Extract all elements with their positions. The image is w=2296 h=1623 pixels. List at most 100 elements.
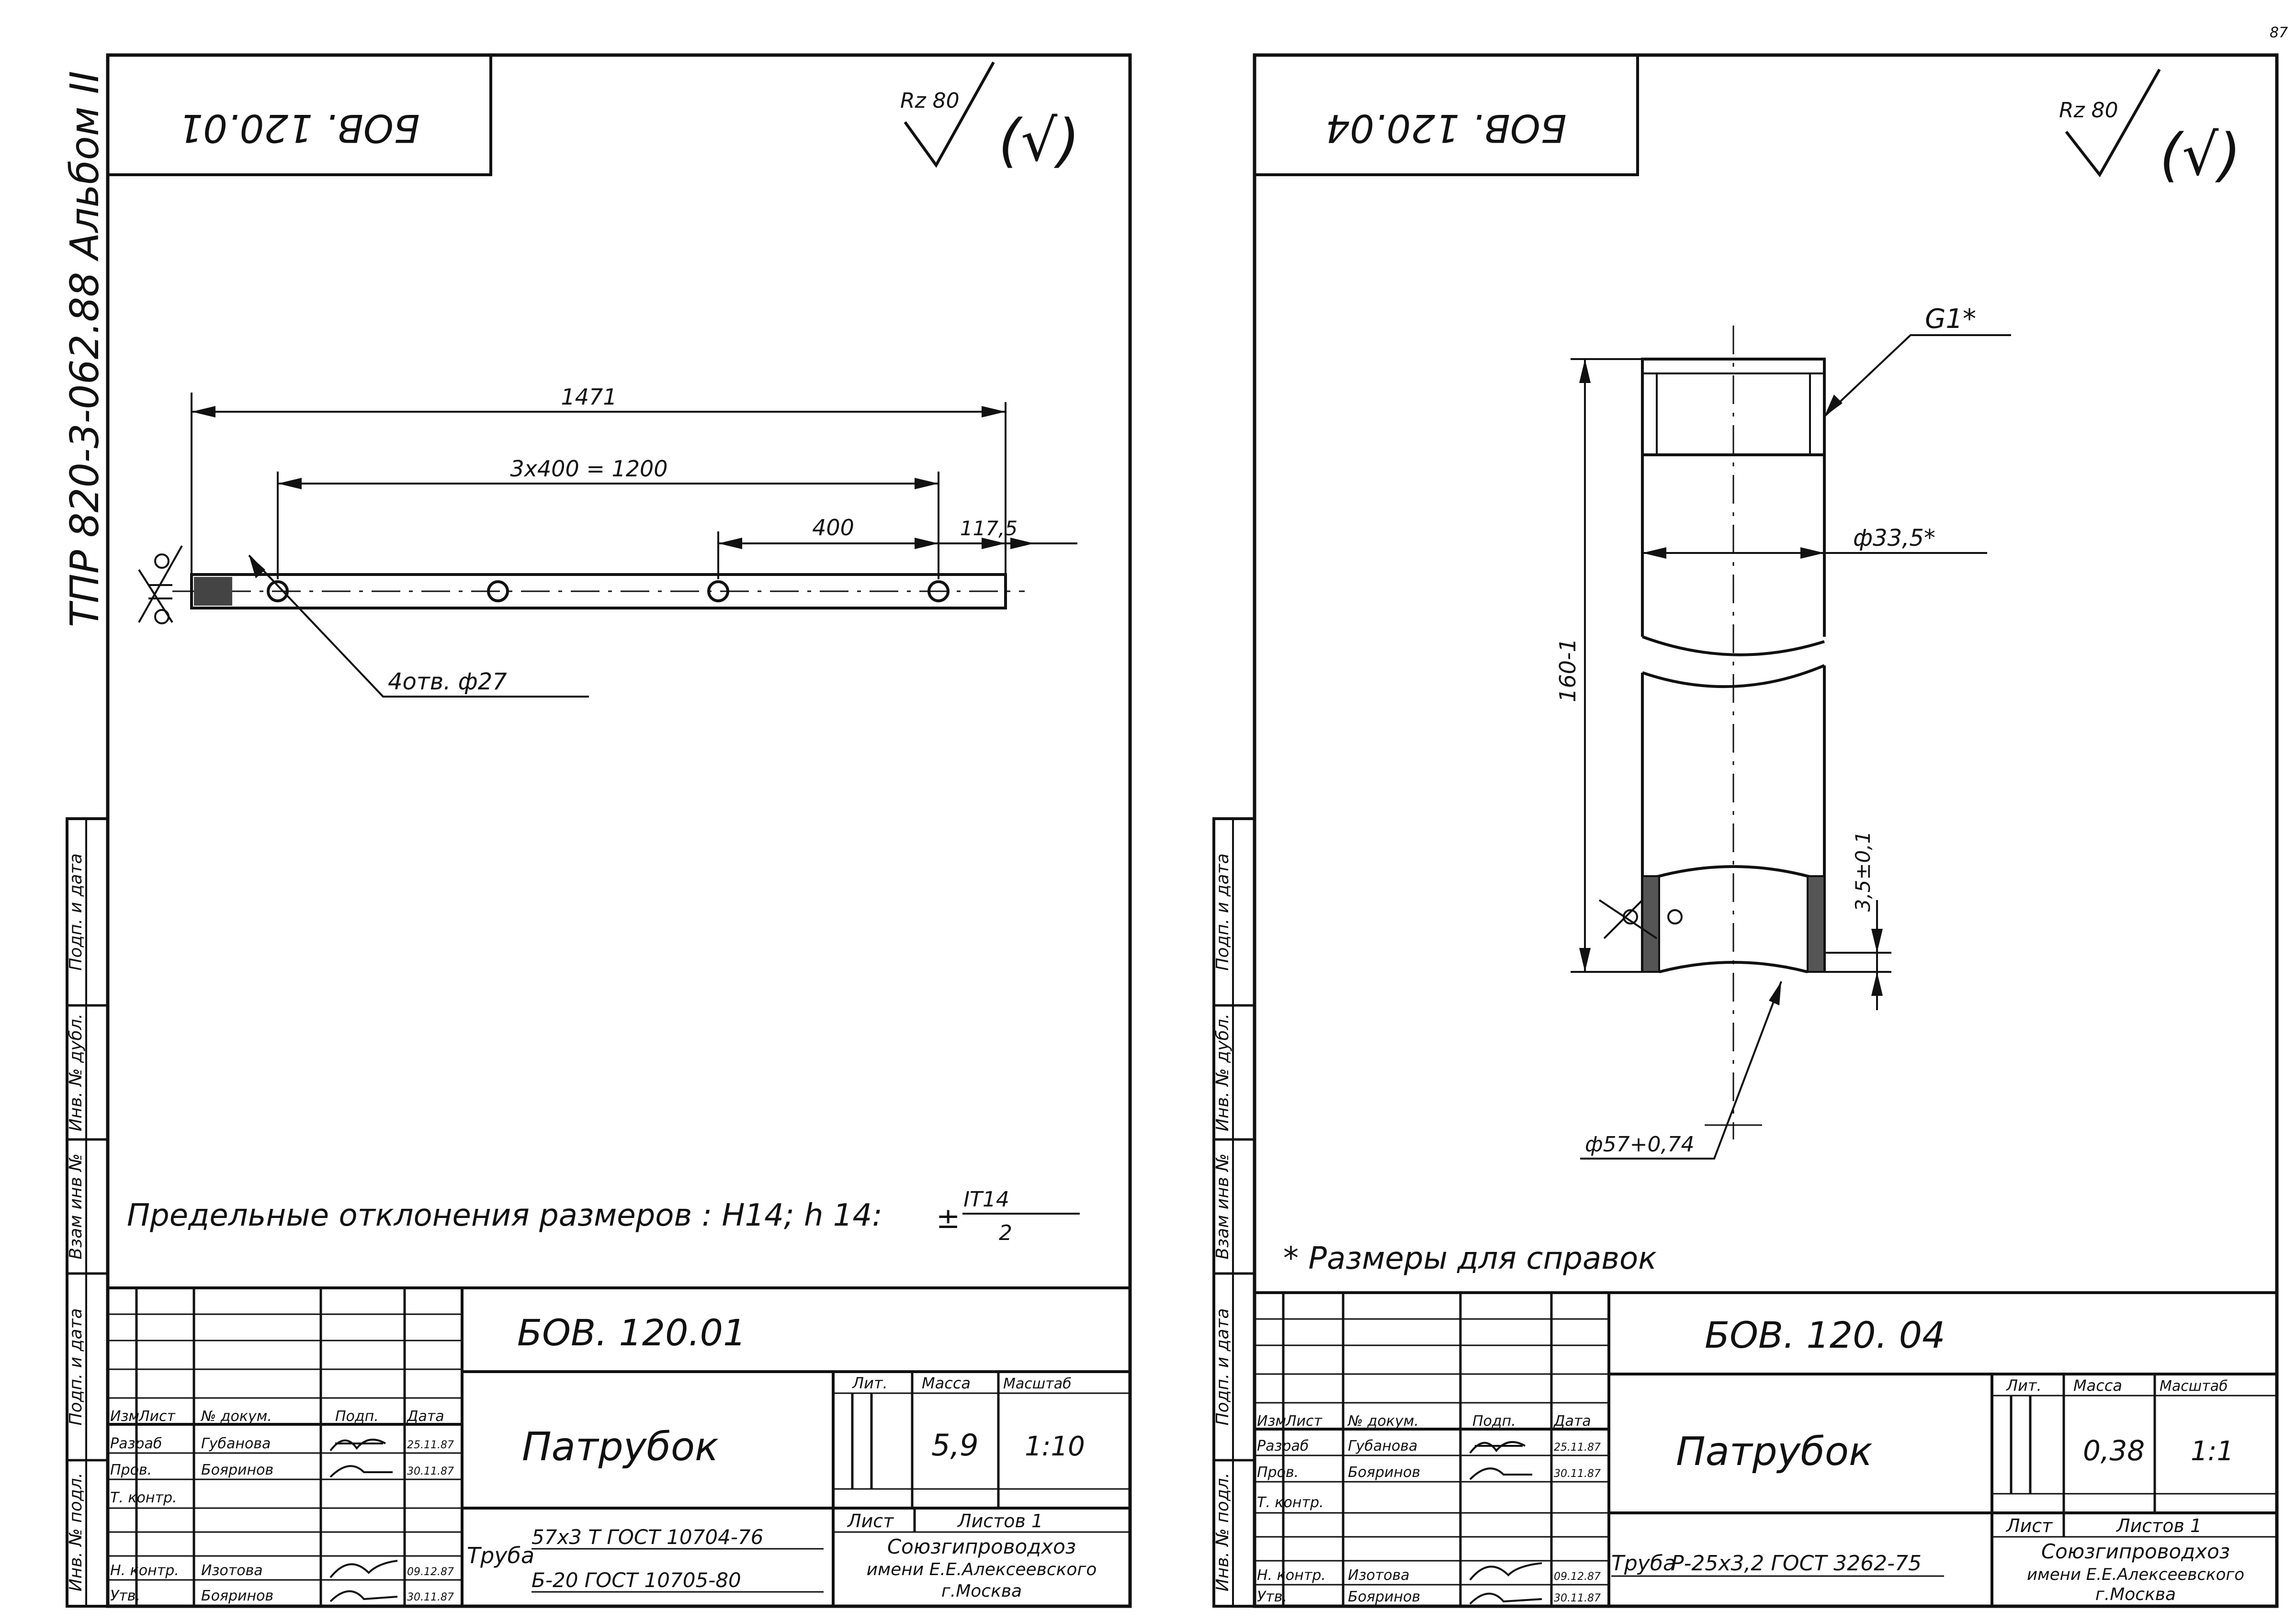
sheet-1-roughness-paren: (√) [998, 108, 1080, 174]
tb2-scale: 1:1 [2191, 1436, 2234, 1467]
strip1-label-3: Взам инв № [66, 1153, 86, 1260]
title-block-2: Изм Лист № докум. Подп. Дата Разраб Пров… [1253, 1291, 2278, 1608]
sheet-1-tolerance-sign: ± [936, 1202, 960, 1235]
tb1-date-razrab: 25.11.87 [407, 1439, 454, 1451]
page-number: 87 [2270, 24, 2288, 41]
sheet-1-code-top: БОВ. 120.01 [179, 106, 420, 150]
tb2-person-prov: Бояринов [1348, 1464, 1420, 1481]
tb1-row-prov: Пров. [110, 1462, 152, 1478]
strip2-label-1: Подп. и дата [1213, 853, 1233, 970]
tb1-row-tkontr: Т. контр. [110, 1489, 177, 1506]
tb2-material-label: Труба [1611, 1551, 1676, 1576]
tb1-sheets-total: Листов 1 [957, 1510, 1043, 1532]
dim-holes-label: 4отв. ф27 [388, 668, 507, 695]
tb1-row-nkontr: Н. контр. [110, 1562, 179, 1579]
tb1-row-utv: Утв. [110, 1588, 140, 1604]
sheet-2-note: * Размеры для справок [1283, 1241, 1657, 1276]
tb1-scale: 1:10 [1025, 1431, 1085, 1462]
tb2-h-massa: Масса [2073, 1376, 2122, 1395]
dim-thread-label: G1* [1925, 304, 1976, 335]
tb2-h-ndoc: № докум. [1347, 1413, 1419, 1430]
dim-pitch-label: 3х400 = 1200 [510, 456, 667, 482]
strip1-label-2: Инв. № дубл. [66, 1014, 86, 1131]
tb2-sheets-total: Листов 1 [2115, 1515, 2202, 1536]
sheet-1-roughness-rz: Rz 80 [900, 89, 960, 113]
strip1-label-1: Подп. и дата [66, 853, 86, 970]
strip1-label-4: Подп. и дата [66, 1308, 86, 1425]
tb1-org-2: имени Е.Е.Алексеевского [867, 1560, 1097, 1579]
tb2-person-utv: Бояринов [1348, 1589, 1420, 1605]
sheet-1: БОВ. 120.01 Rz 80 (√) 1471 [106, 53, 1132, 1608]
sheet-2: БОВ. 120.04 Rz 80 (√) [1253, 53, 2279, 1608]
tb1-person-razrab: Губанова [201, 1435, 271, 1452]
dim-length-label: 160-1 [1555, 638, 1581, 702]
tb1-h-izm: Изм [110, 1408, 139, 1425]
tb2-h-data: Дата [1553, 1413, 1591, 1430]
dim-overall-label: 1471 [561, 384, 617, 410]
tb1-person-utv: Бояринов [201, 1588, 273, 1604]
tb1-h-list-cell: Лист [847, 1510, 894, 1532]
tb1-date-prov: 30.11.87 [407, 1465, 454, 1477]
tb1-h-podp: Подп. [335, 1408, 379, 1425]
tb2-row-tkontr: Т. контр. [1257, 1494, 1324, 1511]
tb2-h-podp: Подп. [1472, 1413, 1516, 1430]
strip2-label-3: Взам инв № [1213, 1153, 1233, 1260]
tb2-org-2: имени Е.Е.Алексеевского [2027, 1565, 2244, 1584]
tb2-person-razrab: Губанова [1348, 1438, 1417, 1454]
tb1-mass: 5,9 [931, 1428, 979, 1463]
tb1-row-razrab: Разраб [110, 1435, 162, 1452]
tb1-h-ndoc: № докум. [200, 1408, 272, 1425]
tb2-date-prov: 30.11.87 [1554, 1468, 1601, 1480]
sheet-1-dimensions: 1471 3х400 = 1200 400 117,5 4отв. ф27 [191, 384, 1077, 698]
sheet-1-tolerance-text: Предельные отклонения размеров : Н14; h … [127, 1198, 882, 1233]
sheet-2-dimensions: 160-1 ф33,5* G1* 3,5±0,1 ф57+0,74 [1555, 304, 2011, 1160]
sheet-1-tolerance-den: 2 [999, 1221, 1012, 1245]
tb1-part-name: Патрубок [522, 1424, 719, 1470]
dim-bore-label: ф57+0,74 [1585, 1132, 1694, 1157]
tb2-org-3: г.Москва [2095, 1585, 2176, 1604]
tb2-h-lit: Лит. [2006, 1376, 2042, 1395]
tb2-person-nkontr: Изотова [1348, 1567, 1410, 1584]
sheet-2-pipe-view [1598, 326, 1826, 1139]
side-strip-1: Подп. и дата Инв. № дубл. Взам инв № Под… [66, 817, 109, 1608]
dim-wall-label: 3,5±0,1 [1851, 831, 1875, 912]
tb1-material-label: Труба [467, 1543, 534, 1568]
tb2-code: БОВ. 120. 04 [1705, 1314, 1945, 1356]
tb1-h-masshtab: Масштаб [1003, 1375, 1072, 1392]
sheet-1-tolerance-num: IT14 [963, 1187, 1009, 1212]
tb1-h-massa: Масса [922, 1374, 971, 1392]
tb1-org-3: г.Москва [941, 1581, 1022, 1601]
tb2-h-izm: Изм [1257, 1413, 1286, 1430]
side-strip-2: Подп. и дата Инв. № дубл. Взам инв № Под… [1212, 817, 1256, 1608]
sheet-1-pipe-view [138, 545, 1025, 624]
dim-single-label: 400 [812, 515, 854, 541]
tb2-h-list-cell: Лист [2005, 1515, 2053, 1536]
tb2-row-utv: Утв. [1257, 1589, 1287, 1605]
tb2-material-line1: Р-25х3,2 ГОСТ 3262-75 [1671, 1551, 1922, 1576]
sheet-2-code-top: БОВ. 120.04 [1325, 106, 1567, 150]
tb1-h-list: Лист [138, 1408, 176, 1425]
tb2-date-razrab: 25.11.87 [1554, 1442, 1601, 1454]
tb1-org-1: Союзгипроводхоз [887, 1535, 1076, 1558]
dim-end-label: 117,5 [960, 517, 1018, 540]
tb2-mass: 0,38 [2083, 1434, 2145, 1467]
tb1-h-lit: Лит. [852, 1374, 888, 1392]
tb2-date-nkontr: 09.12.87 [1554, 1571, 1601, 1583]
tb2-part-name: Патрубок [1676, 1429, 1873, 1475]
tb2-org-1: Союзгипроводхоз [2041, 1540, 2230, 1563]
tb1-person-prov: Бояринов [201, 1462, 273, 1478]
tb1-h-data: Дата [406, 1408, 444, 1425]
tb2-row-prov: Пров. [1257, 1464, 1299, 1481]
album-label: ТПР 820-3-062.88 Альбом II [62, 71, 108, 627]
tb2-date-utv: 30.11.87 [1554, 1592, 1601, 1604]
tb1-code: БОВ. 120.01 [517, 1311, 746, 1354]
tb1-person-nkontr: Изотова [201, 1562, 263, 1579]
tb1-date-utv: 30.11.87 [407, 1591, 454, 1603]
tb2-row-razrab: Разраб [1257, 1438, 1309, 1454]
tb1-material-line1: 57х3 Т ГОСТ 10704-76 [532, 1525, 763, 1549]
title-block-1: Изм Лист № докум. Подп. Дата Разраб Пров… [106, 1286, 1131, 1608]
strip2-label-4: Подп. и дата [1213, 1308, 1233, 1425]
tb2-h-list: Лист [1285, 1413, 1323, 1430]
sheet-2-roughness-rz: Rz 80 [2059, 98, 2118, 123]
